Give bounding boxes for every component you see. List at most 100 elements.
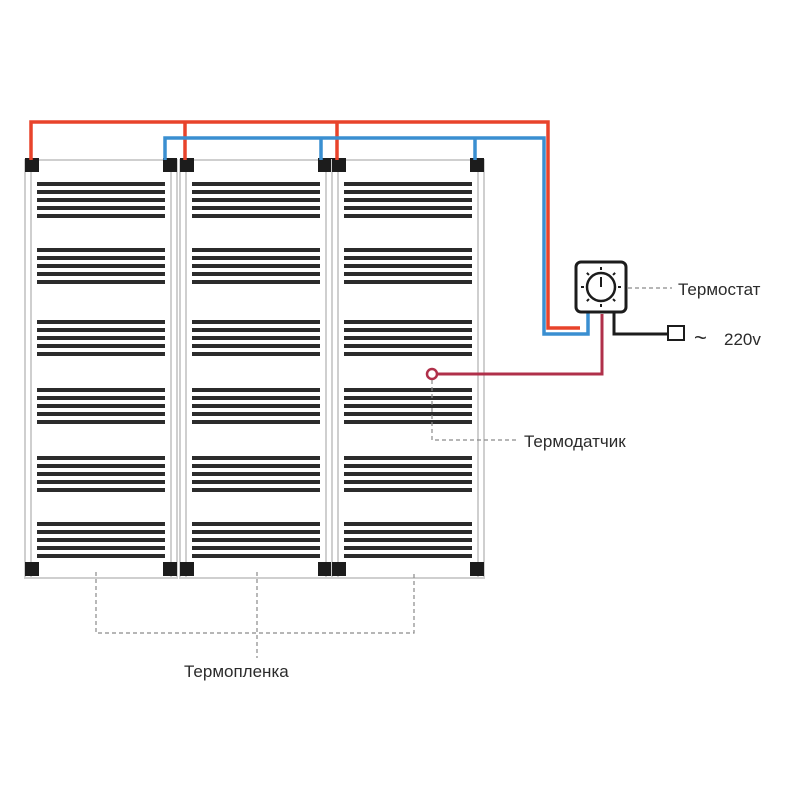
film-heating-stripe bbox=[344, 420, 472, 424]
film-heating-stripe bbox=[37, 206, 165, 210]
film-heating-stripe bbox=[192, 472, 320, 476]
contact-clamp bbox=[332, 158, 346, 172]
film-heating-stripe bbox=[192, 456, 320, 460]
film-heating-stripe bbox=[37, 320, 165, 324]
thermostat-label: Термостат bbox=[678, 280, 761, 299]
film-heating-stripe bbox=[344, 480, 472, 484]
contact-clamp bbox=[25, 562, 39, 576]
film-heating-stripe bbox=[192, 480, 320, 484]
film-heating-stripe bbox=[192, 464, 320, 468]
neutral-wire bbox=[163, 136, 590, 336]
film-heating-stripe bbox=[37, 280, 165, 284]
heating-film-panels bbox=[24, 158, 485, 579]
film-heating-stripe bbox=[192, 198, 320, 202]
film-heating-stripe bbox=[37, 530, 165, 534]
film-heating-stripe bbox=[192, 412, 320, 416]
film-heating-stripe bbox=[37, 546, 165, 550]
film-heating-stripe bbox=[37, 214, 165, 218]
film-heating-stripe bbox=[192, 344, 320, 348]
film-heating-stripe bbox=[344, 404, 472, 408]
film-heating-stripe bbox=[37, 420, 165, 424]
film-heating-stripe bbox=[37, 480, 165, 484]
contact-clamp bbox=[332, 562, 346, 576]
contact-clamp bbox=[470, 158, 484, 172]
film-heating-stripe bbox=[37, 248, 165, 252]
film-heating-stripe bbox=[344, 190, 472, 194]
film-heating-stripe bbox=[344, 264, 472, 268]
film-heating-stripe bbox=[192, 404, 320, 408]
contact-clamp bbox=[318, 562, 332, 576]
power-cord bbox=[612, 312, 668, 336]
film-heating-stripe bbox=[344, 256, 472, 260]
film-heating-stripe bbox=[344, 280, 472, 284]
film-heating-stripe bbox=[192, 280, 320, 284]
film-heating-stripe bbox=[37, 488, 165, 492]
film-heating-stripe bbox=[344, 248, 472, 252]
film-panel-1 bbox=[24, 158, 178, 579]
dial-tick bbox=[612, 272, 616, 276]
sensor-label: Термодатчик bbox=[524, 432, 626, 451]
film-heating-stripe bbox=[344, 530, 472, 534]
film-heating-stripe bbox=[344, 396, 472, 400]
film-heating-stripe bbox=[192, 538, 320, 542]
film-heating-stripe bbox=[192, 336, 320, 340]
film-leader bbox=[95, 572, 415, 658]
film-heating-stripe bbox=[192, 522, 320, 526]
dial-tick bbox=[586, 298, 590, 302]
film-heating-stripe bbox=[37, 190, 165, 194]
film-heating-stripe bbox=[37, 522, 165, 526]
contact-clamp bbox=[25, 158, 39, 172]
contact-clamp bbox=[163, 158, 177, 172]
film-heating-stripe bbox=[344, 546, 472, 550]
film-heating-stripe bbox=[344, 328, 472, 332]
leader-lines bbox=[95, 287, 672, 658]
film-heating-stripe bbox=[344, 198, 472, 202]
film-heating-stripe bbox=[344, 538, 472, 542]
film-heating-stripe bbox=[37, 344, 165, 348]
film-heating-stripe bbox=[37, 352, 165, 356]
power-symbol: ~ bbox=[694, 325, 707, 350]
contact-clamp bbox=[180, 562, 194, 576]
film-heating-stripe bbox=[37, 264, 165, 268]
film-heating-stripe bbox=[192, 420, 320, 424]
film-heating-stripe bbox=[192, 264, 320, 268]
film-panel-frame bbox=[179, 159, 333, 579]
film-heating-stripe bbox=[192, 272, 320, 276]
film-panel-frame bbox=[24, 159, 178, 579]
film-heating-stripe bbox=[37, 456, 165, 460]
film-panel-2 bbox=[179, 158, 333, 579]
thermostat-dial-icon bbox=[574, 260, 628, 314]
film-heating-stripe bbox=[192, 206, 320, 210]
film-heating-stripe bbox=[344, 464, 472, 468]
dial-tick bbox=[612, 298, 616, 302]
film-heating-stripe bbox=[37, 472, 165, 476]
film-heating-stripe bbox=[192, 328, 320, 332]
film-heating-stripe bbox=[37, 464, 165, 468]
sensor-leader bbox=[431, 380, 518, 441]
film-heating-stripe bbox=[344, 456, 472, 460]
film-heating-stripe bbox=[344, 352, 472, 356]
film-heating-stripe bbox=[192, 320, 320, 324]
film-heating-stripe bbox=[344, 522, 472, 526]
film-panel-3 bbox=[331, 158, 485, 579]
film-heating-stripe bbox=[192, 554, 320, 558]
film-heating-stripe bbox=[344, 412, 472, 416]
film-heating-stripe bbox=[192, 488, 320, 492]
film-heating-stripe bbox=[192, 182, 320, 186]
film-heating-stripe bbox=[192, 388, 320, 392]
film-heating-stripe bbox=[192, 190, 320, 194]
power-plug-icon bbox=[667, 325, 685, 341]
contact-clamp bbox=[318, 158, 332, 172]
film-heating-stripe bbox=[344, 320, 472, 324]
film-heating-stripe bbox=[344, 488, 472, 492]
film-heating-stripe bbox=[344, 336, 472, 340]
film-heating-stripe bbox=[192, 214, 320, 218]
film-label: Термопленка bbox=[184, 662, 289, 681]
film-heating-stripe bbox=[37, 388, 165, 392]
dial-tick bbox=[586, 272, 590, 276]
film-heating-stripe bbox=[192, 352, 320, 356]
film-heating-stripe bbox=[37, 328, 165, 332]
film-panel-frame bbox=[331, 159, 485, 579]
film-heating-stripe bbox=[37, 404, 165, 408]
